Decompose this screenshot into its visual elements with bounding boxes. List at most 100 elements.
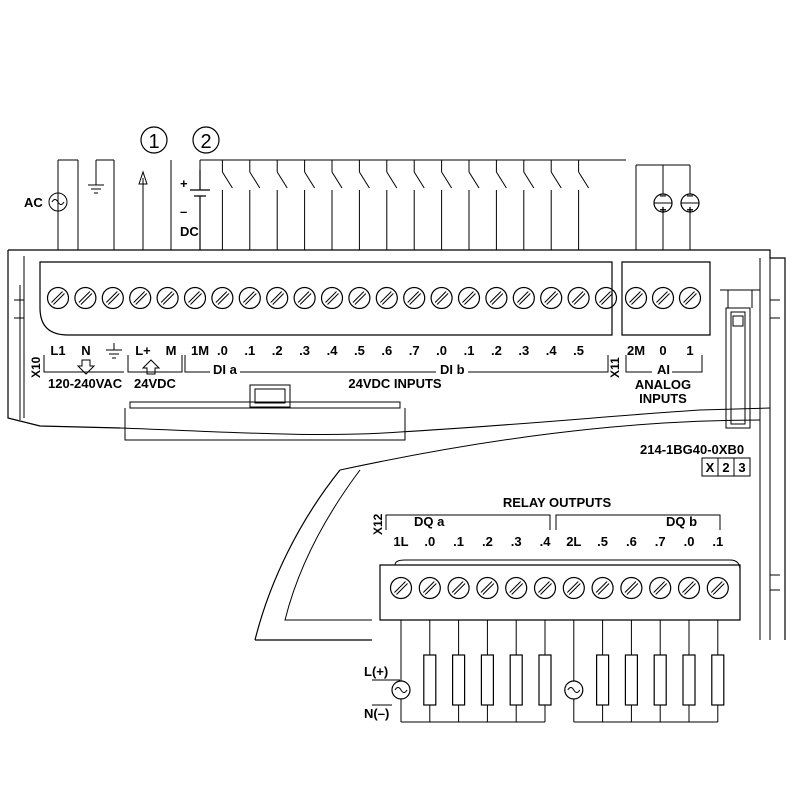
switch-icon bbox=[495, 171, 507, 189]
terminal-label-x12: .0 bbox=[684, 534, 695, 549]
load-icon bbox=[423, 654, 437, 706]
terminal-label-x11: 0 bbox=[659, 343, 666, 358]
terminal-block-x11 bbox=[621, 261, 711, 336]
terminal-screw-icon bbox=[485, 286, 508, 310]
module-housing bbox=[7, 249, 786, 641]
terminal-screw-icon bbox=[46, 286, 70, 310]
dia-label: DI a bbox=[213, 362, 238, 377]
down-arrow-icon bbox=[76, 359, 96, 375]
ac-source-icon bbox=[48, 192, 68, 212]
terminal-screw-icon bbox=[447, 576, 470, 600]
terminal-screw-icon bbox=[620, 576, 643, 600]
switch-icon bbox=[331, 171, 343, 189]
terminal-screw-icon bbox=[540, 286, 563, 310]
terminal-screw-icon bbox=[403, 286, 426, 310]
terminal-label-dib: .1 bbox=[464, 343, 475, 358]
load-icon bbox=[682, 654, 696, 706]
terminal-label-dia: .4 bbox=[327, 343, 339, 358]
earth-icon bbox=[106, 343, 122, 359]
terminal-screw-icon bbox=[320, 286, 344, 310]
analog-sensors: –+–+ bbox=[635, 164, 700, 250]
switch-icon bbox=[386, 171, 398, 189]
load-icon bbox=[595, 654, 610, 706]
analog-sensor-icon: –+ bbox=[680, 165, 700, 250]
switch-icon bbox=[441, 171, 453, 189]
terminal-label-dib: .0 bbox=[436, 343, 447, 358]
terminal-label-dib: .5 bbox=[573, 343, 584, 358]
terminal-label-x12: .5 bbox=[597, 534, 608, 549]
note-1-callout: 1 bbox=[140, 126, 168, 154]
terminal-screw-icon bbox=[562, 576, 585, 600]
terminal-label-dib: .2 bbox=[491, 343, 502, 358]
load-icon bbox=[538, 654, 552, 706]
digital-inputs-group-label: 24VDC INPUTS bbox=[348, 376, 442, 391]
terminal-screw-icon bbox=[591, 576, 614, 600]
terminal-screw-icon bbox=[348, 286, 371, 310]
terminal-label-x11: 1 bbox=[686, 343, 693, 358]
terminal-label-dia: .0 bbox=[217, 343, 228, 358]
analog-sensor-icon: –+ bbox=[653, 165, 673, 250]
terminal-label-x12: .6 bbox=[626, 534, 637, 549]
dqb-label: DQ b bbox=[666, 514, 697, 529]
terminal-screw-icon bbox=[567, 286, 590, 310]
terminal-label-lplus: L+ bbox=[135, 343, 151, 358]
dib-label: DI b bbox=[440, 362, 465, 377]
terminal-screw-icon bbox=[238, 286, 261, 310]
terminal-label-x11: 2M bbox=[627, 343, 645, 358]
load-icon bbox=[509, 654, 523, 706]
ac-source-icon bbox=[391, 680, 411, 700]
terminal-screw-icon bbox=[293, 286, 316, 310]
terminal-screw-icon bbox=[211, 286, 234, 310]
svg-text:+: + bbox=[659, 203, 666, 217]
part-number: 214-1BG40-0XB0 bbox=[640, 442, 744, 457]
svg-text:–: – bbox=[687, 188, 694, 202]
input-wiring bbox=[57, 159, 626, 250]
terminal-screw-icon bbox=[101, 286, 124, 310]
switch-icon bbox=[276, 171, 288, 189]
output-arrow-icon bbox=[138, 170, 148, 250]
switch-icon bbox=[578, 171, 590, 189]
terminal-label-m: M bbox=[166, 343, 177, 358]
dc-battery-icon bbox=[190, 170, 210, 250]
terminal-screw-icon bbox=[457, 286, 481, 310]
svg-text:2: 2 bbox=[722, 460, 729, 475]
terminal-screw-icon bbox=[678, 286, 702, 310]
output-load-wiring bbox=[372, 620, 725, 723]
terminal-label-dib: .3 bbox=[518, 343, 529, 358]
ac-label: AC bbox=[24, 195, 43, 210]
terminal-label-x12: .0 bbox=[424, 534, 435, 549]
terminal-screw-icon bbox=[505, 576, 528, 600]
analog-group-label-2: INPUTS bbox=[639, 391, 687, 406]
terminal-label-x12: .3 bbox=[511, 534, 522, 549]
x10-ac-group-label: 120-240VAC bbox=[48, 376, 123, 391]
load-icon bbox=[711, 654, 725, 706]
terminal-block-top bbox=[39, 261, 618, 336]
terminal-label-dia: .7 bbox=[409, 343, 420, 358]
svg-text:2: 2 bbox=[200, 131, 211, 153]
terminal-label-x12: .7 bbox=[655, 534, 666, 549]
terminal-screw-icon bbox=[533, 576, 557, 600]
terminal-label-x12: 1L bbox=[393, 534, 408, 549]
terminal-label-x12: .4 bbox=[540, 534, 552, 549]
terminal-screw-icon bbox=[476, 576, 499, 600]
terminal-label-x12: 2L bbox=[566, 534, 581, 549]
svg-text:X: X bbox=[706, 460, 715, 475]
relay-outputs-title: RELAY OUTPUTS bbox=[503, 495, 612, 510]
terminal-label-dia: .5 bbox=[354, 343, 365, 358]
terminal-label-x12: .1 bbox=[712, 534, 723, 549]
switch-icon bbox=[550, 171, 562, 189]
terminal-label-l1: L1 bbox=[50, 343, 65, 358]
terminal-screw-icon bbox=[389, 576, 413, 600]
terminal-screw-icon bbox=[183, 286, 207, 310]
analog-group-label-1: ANALOG bbox=[635, 377, 691, 392]
load-line-label: L(+) bbox=[364, 664, 388, 679]
terminal-screw-icon bbox=[649, 576, 672, 600]
terminal-screw-icon bbox=[677, 576, 701, 600]
ground-icon bbox=[88, 180, 104, 194]
note-2-callout: 2 bbox=[192, 126, 220, 154]
ac-source-icon bbox=[564, 680, 584, 700]
terminal-screw-icon bbox=[375, 286, 398, 310]
switch-icon bbox=[413, 171, 425, 189]
x12-connector-id: X12 bbox=[371, 513, 385, 535]
